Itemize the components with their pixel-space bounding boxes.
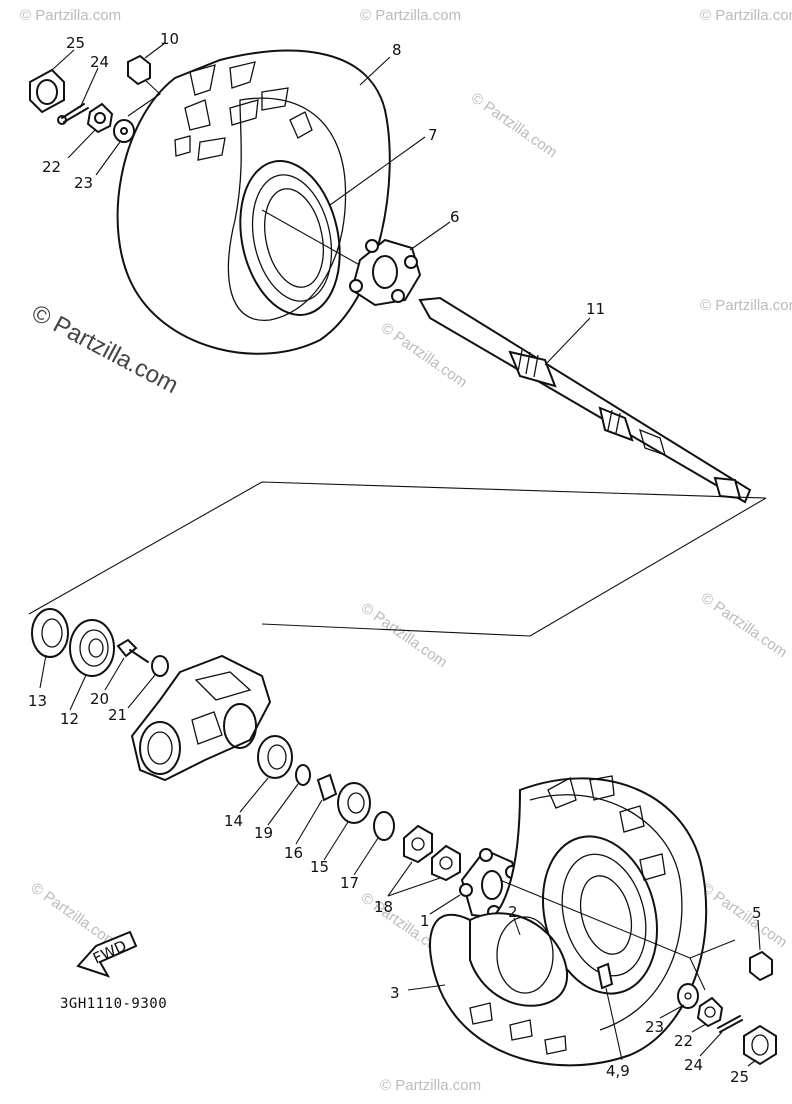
watermark: © Partzilla.com	[20, 7, 121, 24]
bearing-15	[337, 782, 371, 824]
callout-22b: 22	[674, 1032, 693, 1050]
callout-25b: 25	[730, 1068, 749, 1086]
assembly-outline	[28, 481, 767, 637]
callout-17: 17	[340, 874, 359, 892]
circlip-19	[295, 764, 311, 786]
nut-18a	[403, 824, 433, 864]
callout-7: 7	[428, 126, 438, 144]
gear-case	[130, 654, 272, 782]
watermark: © Partzilla.com	[360, 7, 461, 24]
callout-8: 8	[392, 41, 402, 59]
watermark: © Partzilla.com	[698, 879, 791, 951]
nut-22b	[696, 996, 724, 1028]
collar-16	[316, 773, 338, 802]
cap-25b	[743, 1024, 777, 1066]
callout-23: 23	[74, 174, 93, 192]
fwd-badge: FWD	[76, 930, 138, 978]
nut-18b	[431, 844, 461, 882]
axle	[418, 296, 752, 504]
callout-18: 18	[374, 898, 393, 916]
lower-assembly	[429, 775, 777, 1067]
callout-2: 2	[508, 903, 518, 921]
bolt-20	[116, 638, 138, 658]
callout-24: 24	[90, 53, 109, 71]
callout-15: 15	[310, 858, 329, 876]
callout-5: 5	[752, 904, 762, 922]
callout-14: 14	[224, 812, 243, 830]
callout-16: 16	[284, 844, 303, 862]
callout-3: 3	[390, 984, 400, 1002]
fwd-label: FWD	[90, 937, 129, 968]
cotter-pin-24b	[717, 1015, 743, 1033]
callout-11: 11	[586, 300, 605, 318]
watermark: © Partzilla.com	[700, 297, 792, 314]
callout-22: 22	[42, 158, 61, 176]
callout-25: 25	[66, 34, 85, 52]
callout-4-9: 4,9	[606, 1062, 630, 1080]
washer-21	[151, 655, 169, 677]
middle-assembly	[31, 608, 461, 882]
watermark: © Partzilla.com	[380, 1077, 481, 1094]
watermark: © Partzilla.com	[698, 589, 791, 661]
upper-assembly	[29, 49, 752, 504]
callout-20: 20	[90, 690, 109, 708]
watermark: © Partzilla.com	[28, 879, 121, 951]
bearing-14	[257, 735, 293, 779]
diagram-code: 3GH1110-9300	[60, 996, 167, 1012]
spacer-17	[373, 811, 395, 841]
callout-labels: 25 10 24 8 22 23 7 6 11 13 12 20 21 14 1…	[28, 30, 762, 1086]
leader-lines	[39, 42, 761, 1067]
callout-19: 19	[254, 824, 273, 842]
callout-21: 21	[108, 706, 127, 724]
callout-10: 10	[160, 30, 179, 48]
callout-12: 12	[60, 710, 79, 728]
callout-6: 6	[450, 208, 460, 226]
watermark: © Partzilla.com	[358, 599, 451, 671]
callout-1: 1	[420, 912, 430, 930]
callout-23b: 23	[645, 1018, 664, 1036]
oil-seal-13	[31, 608, 69, 658]
tire-upper	[116, 49, 391, 355]
watermark: © Partzilla.com	[700, 7, 792, 24]
callout-13: 13	[28, 692, 47, 710]
rim-inner	[469, 912, 569, 1007]
hub-upper	[349, 238, 422, 307]
watermark: © Partzilla.com	[468, 89, 561, 161]
valve-stem	[596, 962, 614, 990]
nut-5	[749, 950, 773, 982]
callout-24b: 24	[684, 1056, 703, 1074]
washer-23b	[677, 983, 699, 1009]
